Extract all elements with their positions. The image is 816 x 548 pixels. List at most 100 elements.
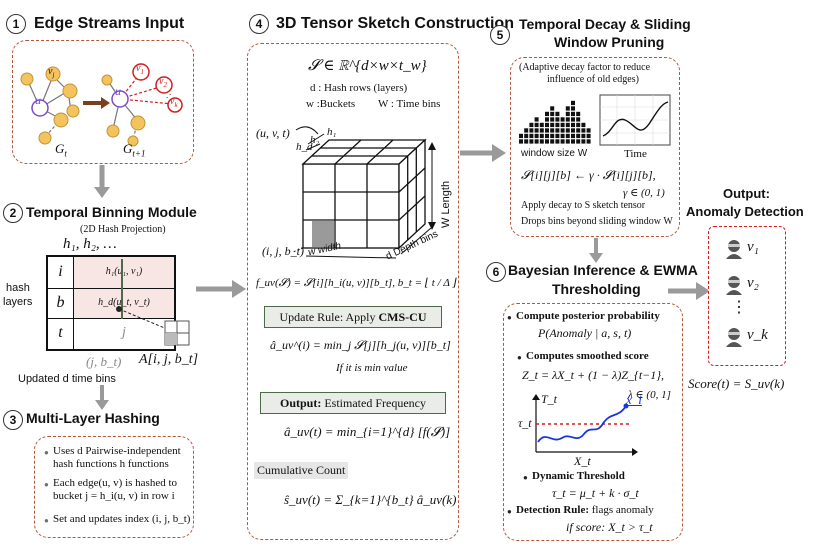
hash-bullet-3-text: Set and updates index (i, j, b_t) <box>53 513 191 525</box>
window-bar-block <box>534 133 539 139</box>
label-gt1: Gt+1 <box>123 141 146 159</box>
window-bar-block <box>524 139 529 144</box>
window-bar-block <box>576 117 581 122</box>
window-bar-block <box>555 133 560 139</box>
window-bar-block <box>571 122 575 128</box>
time-curve-plot <box>599 94 671 146</box>
update-rule-bold: CMS-CU <box>378 310 427 324</box>
f-formula: f_uv(𝓢) = 𝓢[i][h_i(u, v)][b_t], b_t = ⌊ … <box>256 277 457 289</box>
window-bar-block <box>581 128 586 133</box>
window-bar-block <box>519 133 523 139</box>
arrow-1-to-2 <box>94 165 110 198</box>
cell-h1: h₁(u₁, v₁) <box>74 257 174 289</box>
node-v1: v1 <box>136 63 144 76</box>
hash-label: hash <box>6 282 30 294</box>
label-gt: Gt <box>55 141 67 159</box>
updated-label: Updated d time bins <box>18 373 116 385</box>
window-bar-block <box>545 128 549 133</box>
threshold-plot <box>532 394 638 456</box>
cumulative-label: Cumulative Count <box>254 462 349 479</box>
row-i: i <box>48 257 74 289</box>
user-avatar-icon <box>726 328 742 347</box>
if-min-label: If it is min value <box>336 362 408 374</box>
hash-bullet-1: Uses d Pairwise-independent hash functio… <box>44 445 181 471</box>
step3-title: Multi-Layer Hashing <box>26 410 160 426</box>
edge-stream-graphs: . . <box>20 63 183 147</box>
step2-number: 2 <box>3 203 23 223</box>
window-bar-block <box>545 122 549 128</box>
window-bar-block <box>534 122 539 128</box>
plot-X-label: X_t <box>574 454 591 468</box>
a-formula: â_uv^(i) = min_j 𝓢[j][h_j(u, v)][b_t] <box>270 338 451 352</box>
v2-label: v₂ <box>747 275 759 291</box>
step6-number: 6 <box>486 262 506 282</box>
window-bar-block <box>586 133 591 139</box>
step5-title-line2: Window Pruning <box>554 34 665 50</box>
step6-title-line1: Bayesian Inference & EWMA <box>508 262 698 278</box>
estimate-formula: â_uv(t) = min_{i=1}^{d} [f(𝓢)] <box>284 424 451 439</box>
window-bar-block <box>555 128 560 133</box>
window-bar-block <box>565 128 570 133</box>
window-bar-block <box>586 128 591 133</box>
window-bar-block <box>550 122 555 128</box>
posterior-bullet: Compute posterior probability <box>507 310 660 324</box>
window-bar-block <box>550 111 555 117</box>
arrow-2-to-3 <box>95 385 109 410</box>
window-bar-block <box>534 128 539 133</box>
update-rule-prefix: Update Rule: Apply <box>279 310 379 324</box>
output-title-line2: Anomaly Detection <box>686 204 804 219</box>
arrow-4-to-5 <box>460 144 506 162</box>
length-label: W Length <box>440 180 452 228</box>
step2-subtitle: (2D Hash Projection) <box>80 224 166 235</box>
window-bar-block <box>550 106 555 111</box>
pointer-line <box>116 306 168 330</box>
hd-label: h_d <box>296 141 313 153</box>
window-bar-block <box>555 122 560 128</box>
S-definition: 𝓢 ∈ ℝ^{d×w×t_w} <box>308 58 427 74</box>
window-bar-block <box>534 139 539 144</box>
smoothed-bullet: Computes smoothed score <box>517 350 649 364</box>
layers-label: layers <box>3 296 33 308</box>
window-bar-block <box>576 133 581 139</box>
window-bar-block <box>524 133 529 139</box>
grid-divider <box>121 259 123 319</box>
lambda-range: λ ∈ (0, 1] <box>628 389 671 401</box>
window-bar-block <box>576 111 581 117</box>
detection-rest: flags anomaly <box>589 504 654 516</box>
node-u-left: u <box>35 93 41 107</box>
threshold-bold: Dynamic Threshold <box>532 470 625 482</box>
node-v2: v2 <box>159 76 167 89</box>
uvt-label: (u, v, t) <box>256 126 290 140</box>
window-bar-block <box>565 133 570 139</box>
output-title-line1: Output: <box>723 186 770 201</box>
hash-bullet-2-line2: bucket j = h_i(u, v) in row i <box>53 490 175 502</box>
step1-number: 1 <box>6 14 26 34</box>
apply-decay-line: Apply decay to S sketch tensor <box>521 200 646 211</box>
window-bar-block <box>560 117 565 122</box>
plot-xi-label: x_i <box>626 392 642 407</box>
row-t: t <box>48 319 74 349</box>
window-bar-block <box>560 139 565 144</box>
window-bar-block <box>524 128 529 133</box>
binning-grid: i h₁(u₁, v₁) b h_d(u_t, v_t) t j <box>46 255 176 351</box>
step5-number: 5 <box>490 25 510 45</box>
score-label: Score(t) = S_uv(k) <box>688 376 785 391</box>
window-bar-block <box>545 133 549 139</box>
window-bar-block <box>576 122 581 128</box>
ewma-formula: Z_t = λX_t + (1 − λ)Z_{t−1}, <box>522 368 665 382</box>
window-bar-block <box>586 139 591 144</box>
window-bar-block <box>581 133 586 139</box>
step4-title: 3D Tensor Sketch Construction <box>276 15 514 32</box>
output-box: Output: Estimated Frequency <box>260 392 446 414</box>
bayesian-panel: Compute posterior probability P(Anomaly … <box>503 303 683 541</box>
window-bar-block <box>550 139 555 144</box>
h-list: h₁, h₂, … <box>63 236 117 252</box>
vk-label: v_k <box>747 327 768 343</box>
node-vj: vj <box>48 66 55 79</box>
multi-layer-hashing-panel: Uses d Pairwise-independent hash functio… <box>34 436 194 538</box>
update-rule-box: Update Rule: Apply CMS-CU <box>264 306 442 328</box>
window-bar-block <box>555 139 560 144</box>
hash-bullet-2: Each edge(u, v) is hashed to bucket j = … <box>44 477 177 503</box>
window-bar-block <box>571 133 575 139</box>
window-bar-block <box>519 139 523 144</box>
